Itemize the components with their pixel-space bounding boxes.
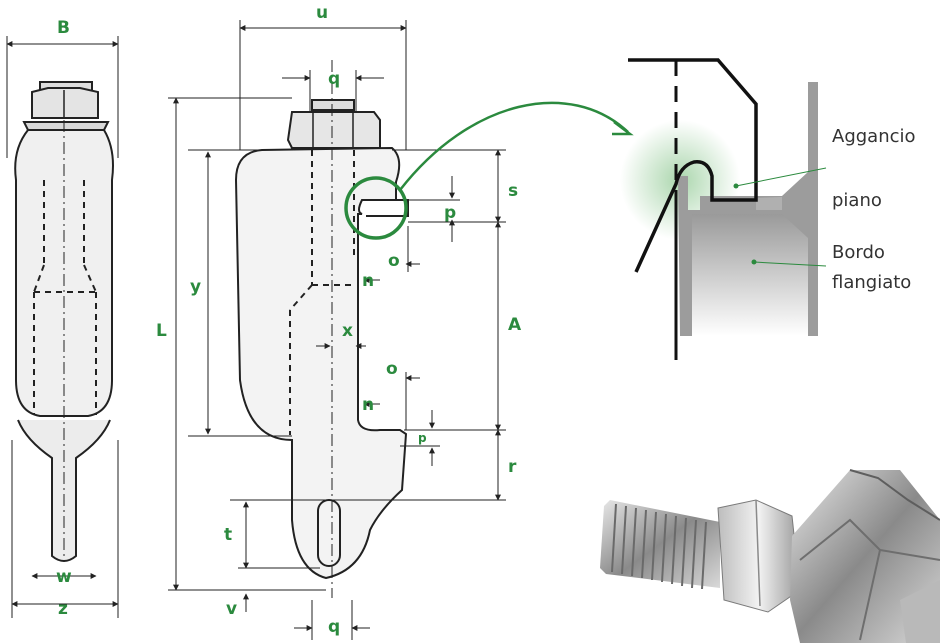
front-view [6,36,119,618]
label-n-top: n [362,271,374,291]
label-t: t [224,525,232,545]
threaded-bolt-icon [600,500,720,590]
label-w: w [56,567,72,587]
label-s: s [508,181,518,201]
label-q-bottom: q [328,617,340,637]
label-v: v [226,599,237,619]
label-y: y [190,277,201,297]
label-z: z [58,599,68,619]
label-p-bottom: p [418,431,427,445]
label-B: B [57,18,70,38]
highlight-circle [344,176,408,240]
hex-nut-icon [717,499,801,613]
callout-bordo-line1: Bordo [832,242,885,263]
detail-view [620,58,827,360]
label-n-mid: n [362,395,374,415]
callout-arrow [399,101,629,191]
label-p-top: p [444,203,456,223]
label-u: u [316,3,328,23]
callout-aggancio-line1: Aggancio [832,126,916,147]
callout-bordo-line2: flangiato [832,272,911,293]
hook-outline [628,58,758,273]
label-x: x [342,321,353,341]
label-o-top: o [388,251,400,271]
callout-arrowhead [612,121,634,136]
label-A: A [508,315,522,335]
side-view [168,20,506,640]
bolt-photo [600,469,940,643]
label-L: L [156,321,167,341]
label-r: r [508,457,517,477]
label-o-mid: o [386,359,398,379]
label-q-top: q [328,69,340,89]
callout-aggancio-line2: piano [832,190,882,211]
